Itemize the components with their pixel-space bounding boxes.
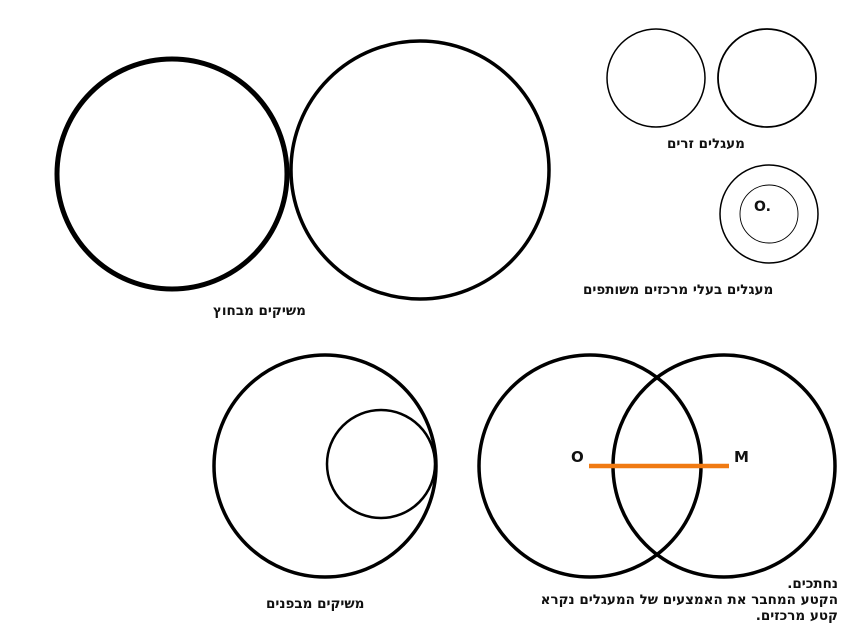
internal-tangent-outer-circle: [212, 353, 438, 579]
concentric-outer-circle: [719, 164, 819, 264]
disjoint-left-circle: [606, 28, 706, 128]
caption-intersecting-line1: נחתכים.: [787, 576, 838, 592]
caption-external-tangent: משיקים מבחוץ: [213, 303, 306, 319]
point-m-label: M: [734, 448, 749, 466]
caption-internal-tangent: משיקים מבפנים: [266, 596, 365, 612]
external-tangent-right-circle: [289, 39, 551, 301]
point-o-label: O: [571, 448, 584, 466]
caption-concentric: מעגלים בעלי מרכזים משותפים: [583, 282, 774, 298]
disjoint-right-circle: [717, 28, 817, 128]
concentric-inner-circle: [739, 184, 799, 244]
caption-intersecting-line3: קטע מרכזים.: [755, 608, 838, 624]
caption-intersecting-line2: הקטע המחבר את האמצעים של המעגלים נקרא: [540, 592, 838, 608]
caption-disjoint: מעגלים זרים: [667, 136, 745, 152]
internal-tangent-inner-circle: [325, 408, 437, 520]
concentric-center-label: O.: [754, 199, 771, 215]
external-tangent-left-circle: [54, 56, 290, 292]
